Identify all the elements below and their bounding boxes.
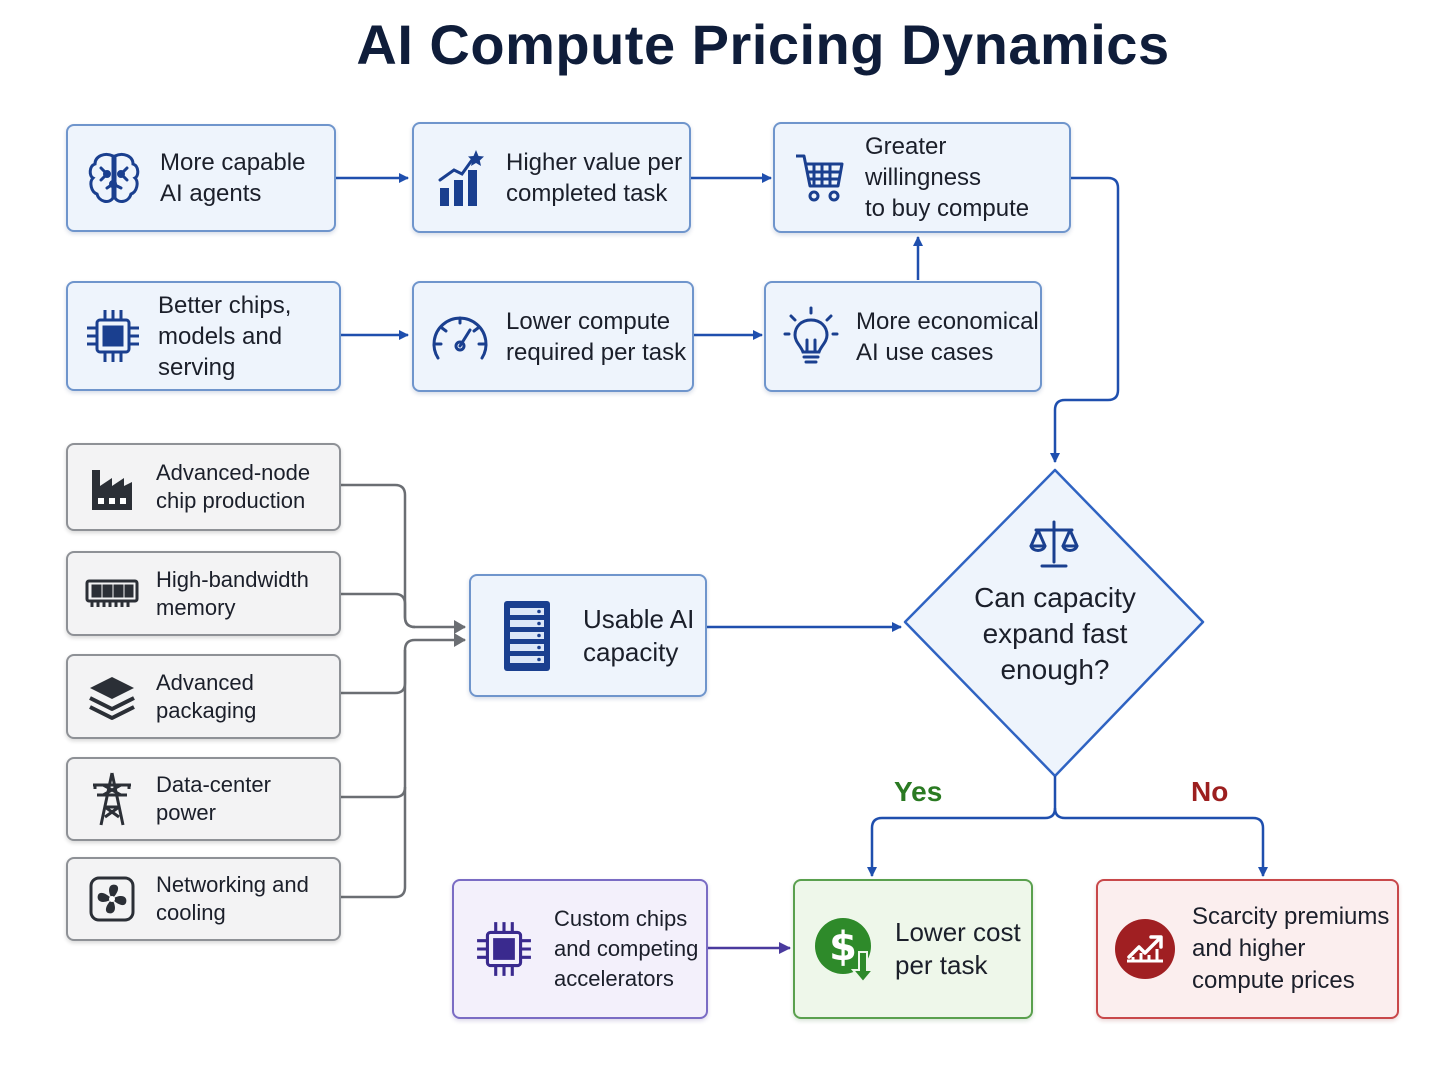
node-packaging: Advanced packaging: [66, 654, 341, 739]
node-label: Lower cost per task: [895, 917, 1021, 980]
node-scarcity: Scarcity premiums and higher compute pri…: [1096, 879, 1399, 1019]
node-advanced-node: Advanced-node chip production: [66, 443, 341, 531]
brain-icon: [68, 150, 160, 206]
node-usable-capacity: Usable AI capacity: [469, 574, 707, 697]
arrow-advanced-node-to-capacity: [341, 483, 466, 634]
chip-icon: [68, 308, 158, 364]
node-label: Usable AI capacity: [583, 603, 695, 667]
node-higher-value: Higher value per completed task: [412, 122, 691, 233]
dollar-down-icon: $: [795, 914, 895, 984]
shopping-cart-icon: [775, 152, 865, 204]
node-better-chips: Better chips, models and serving: [66, 281, 341, 391]
lightbulb-icon: [766, 306, 856, 368]
node-hbm: High-bandwidth memory: [66, 551, 341, 636]
scales-icon: [1028, 518, 1080, 570]
branch-no-label: No: [1191, 776, 1229, 807]
node-power: Data-center power: [66, 757, 341, 841]
node-networking: Networking and cooling: [66, 857, 341, 941]
node-label: Advanced packaging: [156, 669, 257, 723]
node-capable-agents: More capable AI agents: [66, 124, 336, 232]
node-label: More capable AI agents: [160, 149, 306, 207]
node-willingness: Greater willingness to buy compute: [773, 122, 1071, 233]
node-label: Scarcity premiums and higher compute pri…: [1192, 903, 1390, 994]
arrow-power-to-capacity: [341, 650, 407, 799]
node-lower-cost: $ Lower cost per task: [793, 879, 1033, 1019]
page-title: AI Compute Pricing Dynamics: [356, 13, 1170, 76]
memory-module-icon: [68, 577, 156, 611]
node-label: Better chips, models and serving: [158, 291, 292, 381]
arrow-networking-to-capacity: [341, 787, 407, 899]
node-label: Data-center power: [156, 772, 271, 825]
layers-icon: [68, 673, 156, 721]
power-tower-icon: [68, 771, 156, 827]
bar-chart-star-icon: [414, 148, 506, 208]
arrow-packaging-to-capacity: [341, 633, 466, 695]
trend-up-icon: [1098, 917, 1192, 981]
node-economical: More economical AI use cases: [764, 281, 1042, 392]
server-icon: [471, 599, 583, 673]
node-label: Lower compute required per task: [506, 307, 687, 366]
node-lower-compute: Lower compute required per task: [412, 281, 694, 392]
node-custom-chips: Custom chips and competing accelerators: [452, 879, 708, 1019]
svg-text:$: $: [829, 924, 857, 970]
factory-icon: [68, 462, 156, 512]
decision-label: Can capacity expand fast enough?: [974, 582, 1136, 685]
node-label: More economical AI use cases: [856, 307, 1039, 366]
chip-icon: [454, 920, 554, 978]
node-label: High-bandwidth memory: [156, 566, 309, 620]
node-label: Greater willingness to buy compute: [865, 133, 1030, 222]
arrow-decision-no: [1053, 807, 1268, 877]
node-label: Advanced-node chip production: [156, 460, 311, 513]
branch-yes-label: Yes: [894, 776, 943, 807]
node-label: Networking and cooling: [156, 872, 309, 925]
node-label: Higher value per completed task: [506, 148, 683, 207]
arrow-willingness-to-decision: [1050, 176, 1120, 463]
fan-icon: [68, 875, 156, 923]
node-label: Custom chips and competing accelerators: [554, 906, 699, 991]
speedometer-icon: [414, 312, 506, 362]
arrow-hbm-to-capacity: [341, 592, 416, 629]
